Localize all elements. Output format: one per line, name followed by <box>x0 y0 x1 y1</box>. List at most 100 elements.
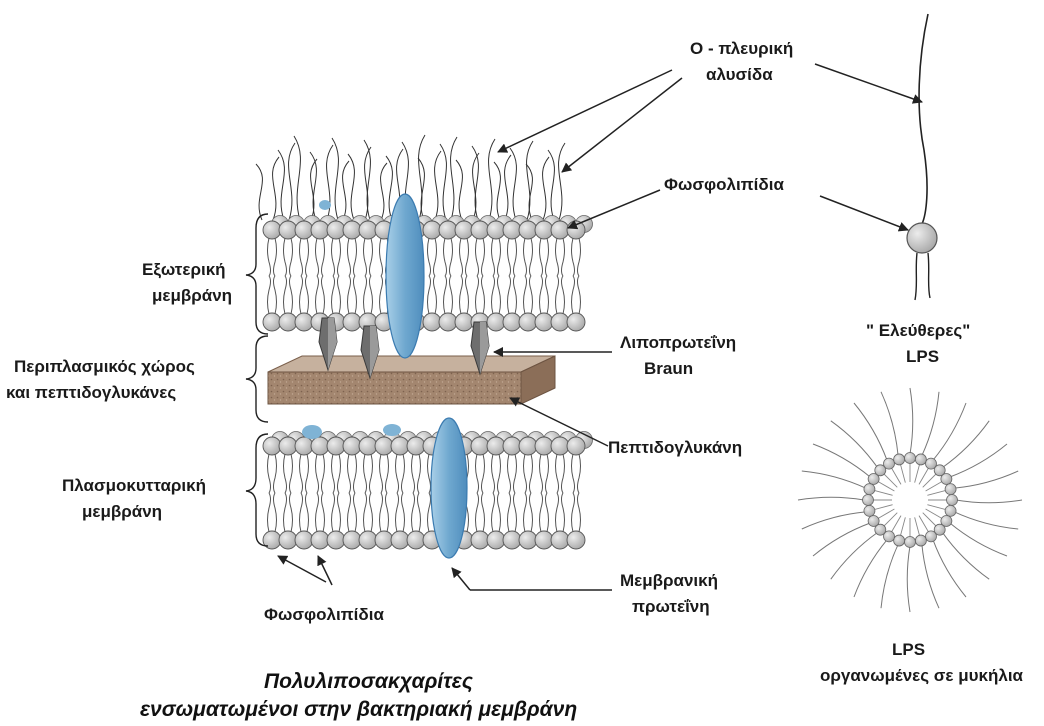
o-chain-strand <box>472 146 478 220</box>
micelle-o-chain <box>943 533 990 580</box>
lipid-tail <box>290 454 293 493</box>
lipid-tail <box>572 454 575 493</box>
phospholipid-head <box>551 437 569 455</box>
lipid-tail <box>364 493 367 532</box>
lipid-tail <box>396 454 399 493</box>
o-chain-label: αλυσίδα <box>706 65 773 84</box>
lipid-tail <box>338 493 341 532</box>
lipid-tail <box>514 276 517 314</box>
micelle-tail <box>919 467 929 484</box>
lipid-tail <box>370 493 373 532</box>
micelle-o-chain <box>933 540 966 597</box>
braun-lipoprotein-label: Braun <box>644 359 693 378</box>
micelle-head <box>894 454 905 465</box>
micelle-tail <box>919 516 929 533</box>
micelle-o-chain <box>954 471 1018 488</box>
lipid-tail <box>274 238 277 276</box>
o-chain-label: O - πλευρική <box>690 39 793 58</box>
micelle-tail <box>900 517 905 536</box>
lipid-tail <box>540 238 543 276</box>
plasma-membrane-bilayer <box>263 432 593 550</box>
lipid-tail <box>380 238 383 276</box>
lipid-tail <box>290 493 293 532</box>
lipid-tail <box>380 276 383 314</box>
lipid-tail <box>300 493 303 532</box>
lipid-tail <box>498 238 501 276</box>
lipid-tail <box>524 276 527 314</box>
membrane-protein-label: πρωτεΐνη <box>632 597 710 616</box>
periplasm-label: και πεπτιδογλυκάνες <box>6 383 176 402</box>
micelle-head <box>863 495 874 506</box>
lipid-tail <box>466 276 469 314</box>
phospholipid-head <box>375 531 393 549</box>
lipid-tail <box>428 493 431 532</box>
lipid-tail <box>498 454 501 493</box>
phospholipid-head <box>343 313 361 331</box>
lipid-tail <box>476 493 479 532</box>
outer-membrane-bilayer <box>263 216 593 332</box>
lipid-tail <box>306 238 309 276</box>
phospholipid-head <box>263 313 281 331</box>
micelle-o-chain <box>854 540 887 597</box>
phospholipid-head <box>551 531 569 549</box>
lipid-tail <box>546 454 549 493</box>
lipid-tail <box>450 276 453 314</box>
lipid-tail <box>274 276 277 314</box>
phospholipid-head <box>567 313 585 331</box>
lipid-tail <box>450 238 453 276</box>
lipid-tail <box>556 276 559 314</box>
micelle-o-chain <box>907 546 910 612</box>
lipid-tail <box>524 238 527 276</box>
lipid-tail <box>284 238 287 276</box>
micelle-label: οργανωμένες σε μυκήλια <box>820 666 1024 685</box>
lipid-tail <box>540 276 543 314</box>
micelle-o-chain <box>813 523 870 556</box>
lipid-tail <box>316 454 319 493</box>
lipid-tail <box>268 493 271 532</box>
micelle-head <box>926 531 937 542</box>
lipid-tail <box>306 454 309 493</box>
phospholipid-head <box>327 437 345 455</box>
phospholipid-head <box>487 531 505 549</box>
lipid-tail <box>348 454 351 493</box>
phospholipid-head <box>407 437 425 455</box>
lipid-tail <box>386 454 389 493</box>
o-chain-strand <box>440 144 446 220</box>
phospholipid-head <box>359 531 377 549</box>
lipid-tail <box>364 454 367 493</box>
lipid-tail <box>338 276 341 314</box>
lipid-tail <box>482 493 485 532</box>
lipid-tail <box>290 276 293 314</box>
lipid-tail <box>578 276 581 314</box>
phospholipid-head <box>295 531 313 549</box>
lipid-tail <box>370 238 373 276</box>
phospholipid-head <box>359 221 377 239</box>
lipid-tail <box>498 493 501 532</box>
lipid-tail <box>540 493 543 532</box>
micelle-o-chain <box>943 421 990 468</box>
lipid-tail <box>508 238 511 276</box>
micelle-head <box>905 453 916 464</box>
outer-membrane-label: Εξωτερική <box>142 260 226 279</box>
lipid-tail <box>322 238 325 276</box>
micelle-o-chain <box>950 523 1007 556</box>
lipid-tail <box>348 238 351 276</box>
lipid-tail <box>300 238 303 276</box>
phospholipid-head <box>519 531 537 549</box>
micelle-o-chain <box>956 500 1022 503</box>
phospholipid-head <box>535 221 553 239</box>
lipid-tail <box>268 454 271 493</box>
micelle-head <box>915 535 926 546</box>
o-chain-strand <box>435 151 441 220</box>
o-chain-strand <box>348 154 354 220</box>
lipid-tail <box>412 454 415 493</box>
lipid-tail <box>546 276 549 314</box>
lipid-tail <box>460 238 463 276</box>
micelle-o-chain <box>922 544 939 608</box>
micelle-o-chain <box>910 388 913 454</box>
phospholipid-head <box>327 531 345 549</box>
lipid-tail <box>332 276 335 314</box>
phospholipid-head <box>327 221 345 239</box>
lipid-tail <box>338 238 341 276</box>
lipid-tail <box>530 238 533 276</box>
